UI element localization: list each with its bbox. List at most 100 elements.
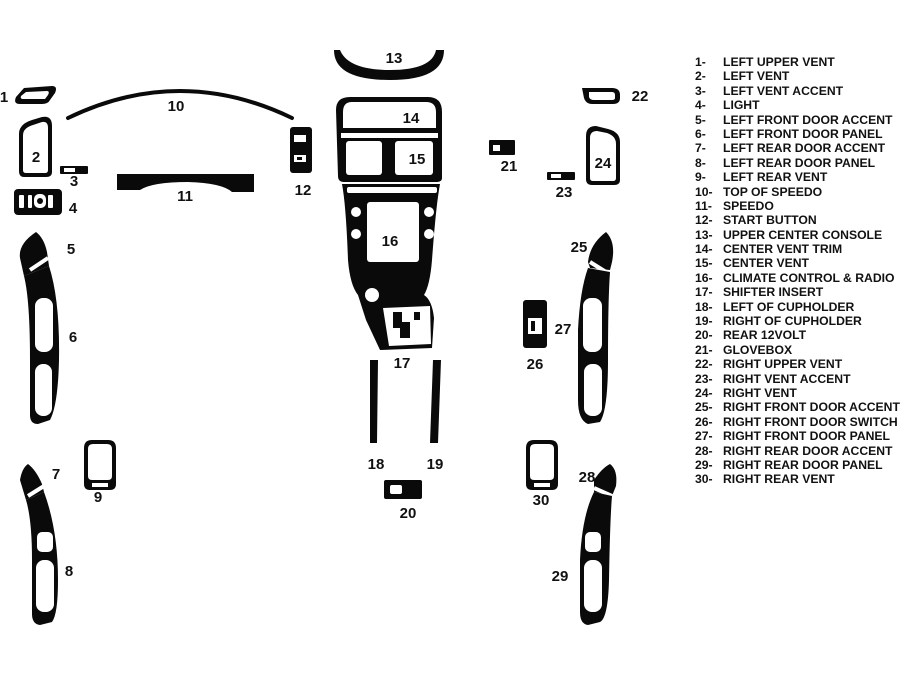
legend-item: 23-RIGHT VENT ACCENT — [695, 372, 900, 386]
part-25-right-front-door-accent — [588, 232, 614, 274]
callout-26: 26 — [527, 356, 544, 373]
part-3-left-vent-accent — [60, 166, 88, 174]
legend-label: RIGHT VENT ACCENT — [723, 371, 851, 386]
legend-item: 22- RIGHT UPPER VENT — [695, 357, 900, 371]
part-22-right-upper-vent — [582, 88, 620, 104]
legend-item: 24- RIGHT VENT — [695, 386, 900, 400]
callout-24: 24 — [595, 155, 612, 172]
legend-item: 1-LEFT UPPER VENT — [695, 55, 900, 69]
legend-item: 8-LEFT REAR DOOR PANEL — [695, 156, 900, 170]
legend-item: 19- RIGHT OF CUPHOLDER — [695, 314, 900, 328]
legend-number: 3- — [695, 83, 706, 98]
legend-number: 17- — [695, 285, 713, 300]
part-15-center-vent — [346, 141, 433, 175]
part-26-right-front-door-switch — [523, 300, 547, 348]
legend-label: SHIFTER INSERT — [723, 285, 824, 300]
legend-item: 21- GLOVEBOX — [695, 343, 900, 357]
part-1-left-upper-vent — [15, 86, 57, 104]
callout-19: 19 — [427, 456, 444, 473]
callout-23: 23 — [556, 184, 573, 201]
legend-label: LEFT OF CUPHOLDER — [723, 299, 855, 314]
legend-label: LEFT VENT ACCENT — [723, 83, 844, 98]
legend-label: LEFT REAR VENT — [723, 170, 828, 185]
callout-6: 6 — [69, 329, 77, 346]
legend-label: RIGHT REAR DOOR PANEL — [723, 457, 883, 472]
part-27-right-front-door-panel — [578, 268, 610, 424]
legend-label: TOP OF SPEEDO — [723, 184, 823, 199]
legend-label: LEFT VENT — [723, 69, 790, 84]
legend-label: RIGHT OF CUPHOLDER — [723, 314, 862, 329]
legend-label: RIGHT VENT — [723, 385, 797, 400]
callout-4: 4 — [69, 200, 78, 217]
legend-label: REAR 12VOLT — [723, 328, 807, 343]
legend-number: 22- — [695, 357, 713, 372]
legend-label: RIGHT FRONT DOOR ACCENT — [723, 400, 900, 415]
part-6-left-front-door-panel — [24, 266, 60, 424]
legend-label: RIGHT REAR DOOR ACCENT — [723, 443, 893, 458]
legend-number: 26- — [695, 414, 713, 429]
legend-item: 13- UPPER CENTER CONSOLE — [695, 228, 900, 242]
part-30-right-rear-vent — [526, 440, 558, 490]
part-24-right-vent — [586, 126, 620, 185]
legend-item: 16-CLIMATE CONTROL & RADIO — [695, 271, 900, 285]
part-17-shifter-insert — [358, 288, 434, 350]
callout-1: 1 — [0, 89, 8, 106]
legend-label: SPEEDO — [723, 198, 774, 213]
callout-30: 30 — [533, 492, 550, 509]
part-23-right-vent-accent — [547, 172, 575, 180]
parts-legend: 1-LEFT UPPER VENT 2-LEFT VENT 3-LEFT VEN… — [695, 55, 900, 487]
callout-numbers: 1 2 3 4 5 6 7 8 9 10 11 12 13 14 15 16 1… — [0, 50, 648, 585]
legend-item: 20-REAR 12VOLT — [695, 328, 900, 342]
part-18-left-of-cupholder — [370, 360, 378, 443]
callout-28: 28 — [579, 469, 596, 486]
legend-number: 13- — [695, 227, 713, 242]
callout-29: 29 — [552, 568, 569, 585]
legend-label: RIGHT FRONT DOOR SWITCH — [723, 414, 898, 429]
legend-label: LIGHT — [723, 98, 760, 113]
part-2-left-vent — [19, 116, 52, 177]
legend-number: 30- — [695, 472, 713, 487]
legend-item: 25- RIGHT FRONT DOOR ACCENT — [695, 400, 900, 414]
part-11-speedo — [117, 174, 254, 192]
callout-7: 7 — [52, 466, 60, 483]
legend-number: 24- — [695, 385, 713, 400]
legend-item: 9-LEFT REAR VENT — [695, 170, 900, 184]
callout-14: 14 — [403, 110, 420, 127]
callout-16: 16 — [382, 233, 399, 250]
legend-item: 3- LEFT VENT ACCENT — [695, 84, 900, 98]
legend-label: GLOVEBOX — [723, 342, 793, 357]
legend-item: 29-RIGHT REAR DOOR PANEL — [695, 458, 900, 472]
part-19-right-of-cupholder — [430, 360, 441, 443]
legend-label: RIGHT REAR VENT — [723, 472, 835, 487]
callout-21: 21 — [501, 158, 518, 175]
legend-item: 5-LEFT FRONT DOOR ACCENT — [695, 113, 900, 127]
part-10-top-of-speedo — [66, 89, 294, 120]
callout-18: 18 — [368, 456, 385, 473]
legend-item: 12-START BUTTON — [695, 213, 900, 227]
callout-10: 10 — [168, 98, 185, 115]
callout-8: 8 — [65, 563, 73, 580]
legend-item: 26- RIGHT FRONT DOOR SWITCH — [695, 415, 900, 429]
callout-5: 5 — [67, 241, 75, 258]
legend-number: 14- — [695, 242, 713, 257]
part-20-rear-12volt — [384, 480, 422, 499]
legend-number: 10- — [695, 184, 713, 199]
legend-number: 25- — [695, 400, 713, 415]
legend-label: CLIMATE CONTROL & RADIO — [723, 270, 895, 285]
part-8-left-rear-door-panel — [26, 492, 58, 625]
legend-label: LEFT REAR DOOR ACCENT — [723, 141, 886, 156]
callout-11: 11 — [177, 188, 193, 205]
callout-22: 22 — [632, 88, 649, 105]
part-16-climate-control-radio — [342, 184, 440, 295]
legend-item: 17- SHIFTER INSERT — [695, 285, 900, 299]
legend-number: 19- — [695, 314, 713, 329]
legend-label: RIGHT UPPER VENT — [723, 357, 843, 372]
legend-number: 12- — [695, 213, 713, 228]
legend-label: CENTER VENT — [723, 256, 809, 271]
callout-15: 15 — [409, 151, 426, 168]
part-7-left-rear-door-accent — [20, 464, 46, 500]
legend-label: UPPER CENTER CONSOLE — [723, 227, 883, 242]
legend-number: 21- — [695, 342, 713, 357]
legend-item: 18-LEFT OF CUPHOLDER — [695, 300, 900, 314]
